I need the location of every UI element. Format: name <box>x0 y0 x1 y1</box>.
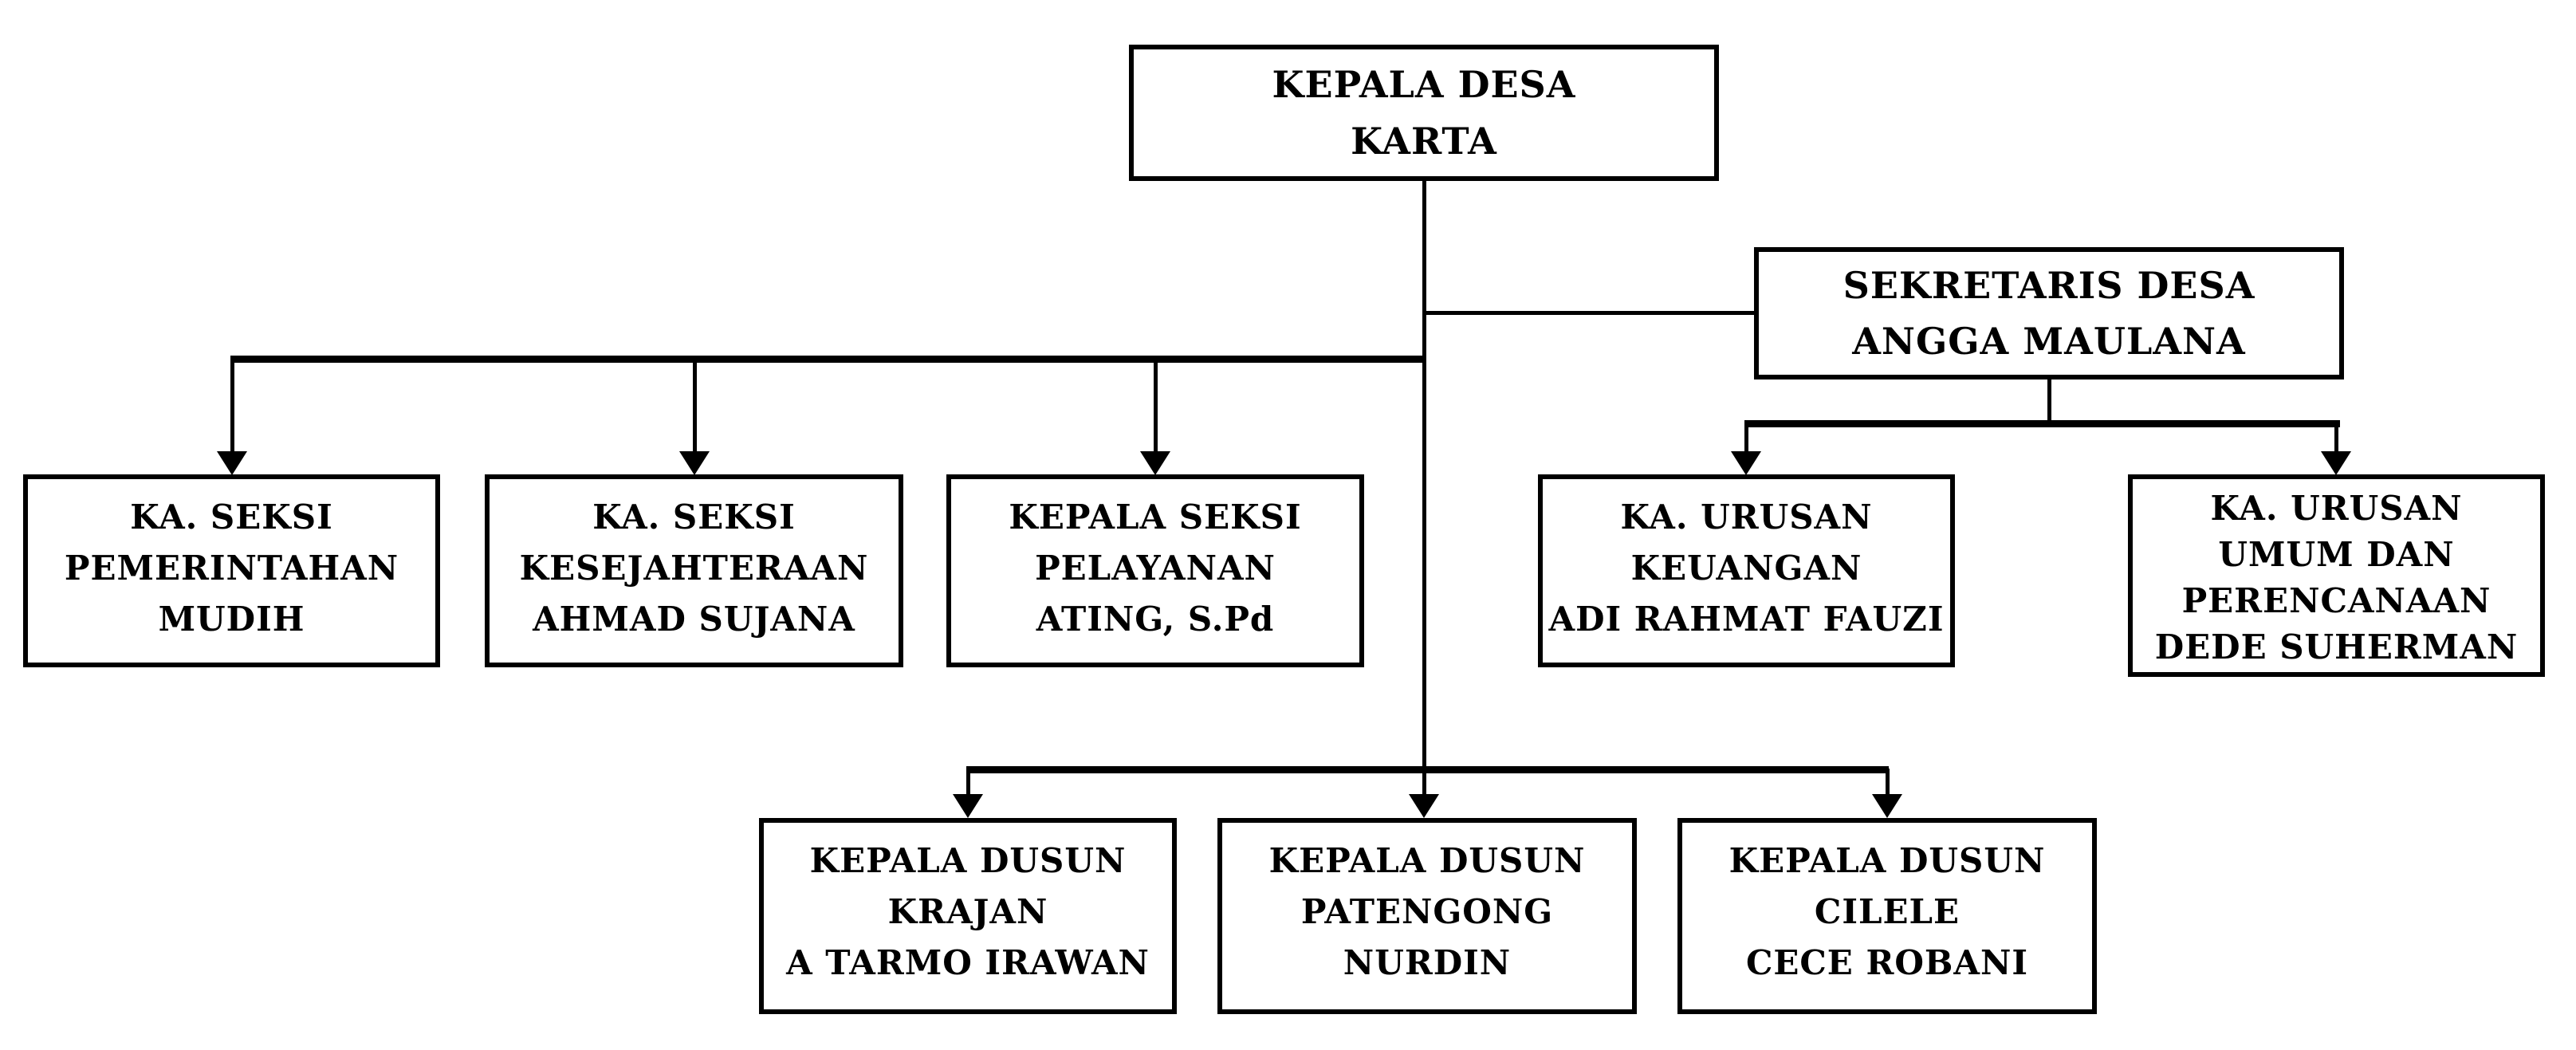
org-node-sekretaris-desa: SEKRETARIS DESA ANGGA MAULANA <box>1754 247 2344 379</box>
node-role-line: PERENCANAAN <box>2181 581 2491 620</box>
arrowhead-dusun-krajan <box>953 794 983 818</box>
node-role-line: KESEJAHTERAAN <box>519 549 869 588</box>
node-name-line: AHMAD SUJANA <box>533 600 855 639</box>
org-node-urusan-umum: KA. URUSAN UMUM DAN PERENCANAAN DEDE SUH… <box>2128 474 2545 677</box>
connector-urusan-bar <box>1744 420 2340 427</box>
arrowhead-seksi-pemerintahan <box>217 451 247 475</box>
connector-sekretaris-stub <box>2047 379 2051 423</box>
node-role-line: KEPALA DUSUN <box>1268 841 1586 880</box>
org-node-dusun-cilele: KEPALA DUSUN CILELE CECE ROBANI <box>1677 818 2097 1014</box>
node-role-line: SEKRETARIS DESA <box>1843 264 2255 307</box>
arrow-stem-urusan-keuangan <box>1744 423 1748 454</box>
arrow-stem-seksi-pelayanan <box>1154 359 1158 454</box>
node-name-line: MUDIH <box>158 600 305 639</box>
connector-seksi-bar <box>230 356 1426 363</box>
node-role-line: UMUM DAN <box>2218 535 2455 574</box>
node-role-line: PELAYANAN <box>1035 549 1276 588</box>
node-role-line: KEUANGAN <box>1630 549 1862 588</box>
node-role-line: KA. URUSAN <box>2210 489 2463 528</box>
org-node-dusun-patengong: KEPALA DUSUN PATENGONG NURDIN <box>1217 818 1637 1014</box>
node-name-line: CECE ROBANI <box>1745 943 2029 982</box>
org-node-urusan-keuangan: KA. URUSAN KEUANGAN ADI RAHMAT FAUZI <box>1538 474 1955 667</box>
arrowhead-seksi-pelayanan <box>1140 451 1170 475</box>
arrow-stem-seksi-pemerintahan <box>230 359 234 454</box>
org-node-seksi-pemerintahan: KA. SEKSI PEMERINTAHAN MUDIH <box>23 474 440 667</box>
node-name-line: ADI RAHMAT FAUZI <box>1548 600 1945 639</box>
arrow-stem-dusun-krajan <box>966 769 970 797</box>
node-name-line: KARTA <box>1351 120 1497 163</box>
connector-kepala-to-sekretaris <box>1422 311 1754 315</box>
org-node-kepala-desa: KEPALA DESA KARTA <box>1129 45 1719 181</box>
node-role-line: KA. SEKSI <box>130 497 333 537</box>
org-node-dusun-krajan: KEPALA DUSUN KRAJAN A TARMO IRAWAN <box>759 818 1177 1014</box>
node-name-line: DEDE SUHERMAN <box>2154 627 2519 667</box>
node-role-line: PATENGONG <box>1300 892 1554 931</box>
node-role-line: KRAJAN <box>887 892 1048 931</box>
node-name-line: ANGGA MAULANA <box>1852 320 2246 363</box>
node-role-line: CILELE <box>1814 892 1961 931</box>
node-name-line: NURDIN <box>1343 943 1512 982</box>
node-name-line: ATING, S.Pd <box>1036 600 1275 639</box>
connector-main-vertical <box>1422 181 1426 797</box>
node-role-line: KEPALA DESA <box>1272 62 1576 106</box>
arrow-stem-urusan-umum <box>2334 423 2338 454</box>
node-role-line: KEPALA DUSUN <box>1728 841 2046 880</box>
arrowhead-dusun-patengong <box>1409 794 1439 818</box>
arrowhead-urusan-umum <box>2321 451 2351 475</box>
node-role-line: PEMERINTAHAN <box>64 549 399 588</box>
arrowhead-urusan-keuangan <box>1731 451 1761 475</box>
node-role-line: KEPALA SEKSI <box>1009 497 1302 537</box>
org-node-seksi-pelayanan: KEPALA SEKSI PELAYANAN ATING, S.Pd <box>946 474 1364 667</box>
arrow-stem-dusun-cilele <box>1886 769 1890 797</box>
org-node-seksi-kesejahteraan: KA. SEKSI KESEJAHTERAAN AHMAD SUJANA <box>485 474 903 667</box>
connector-dusun-bar <box>966 766 1889 773</box>
arrow-stem-seksi-kesejahteraan <box>693 359 697 454</box>
arrowhead-seksi-kesejahteraan <box>679 451 710 475</box>
node-role-line: KA. SEKSI <box>592 497 796 537</box>
node-role-line: KA. URUSAN <box>1620 497 1873 537</box>
node-role-line: KEPALA DUSUN <box>809 841 1127 880</box>
node-name-line: A TARMO IRAWAN <box>786 943 1150 982</box>
arrowhead-dusun-cilele <box>1872 794 1902 818</box>
